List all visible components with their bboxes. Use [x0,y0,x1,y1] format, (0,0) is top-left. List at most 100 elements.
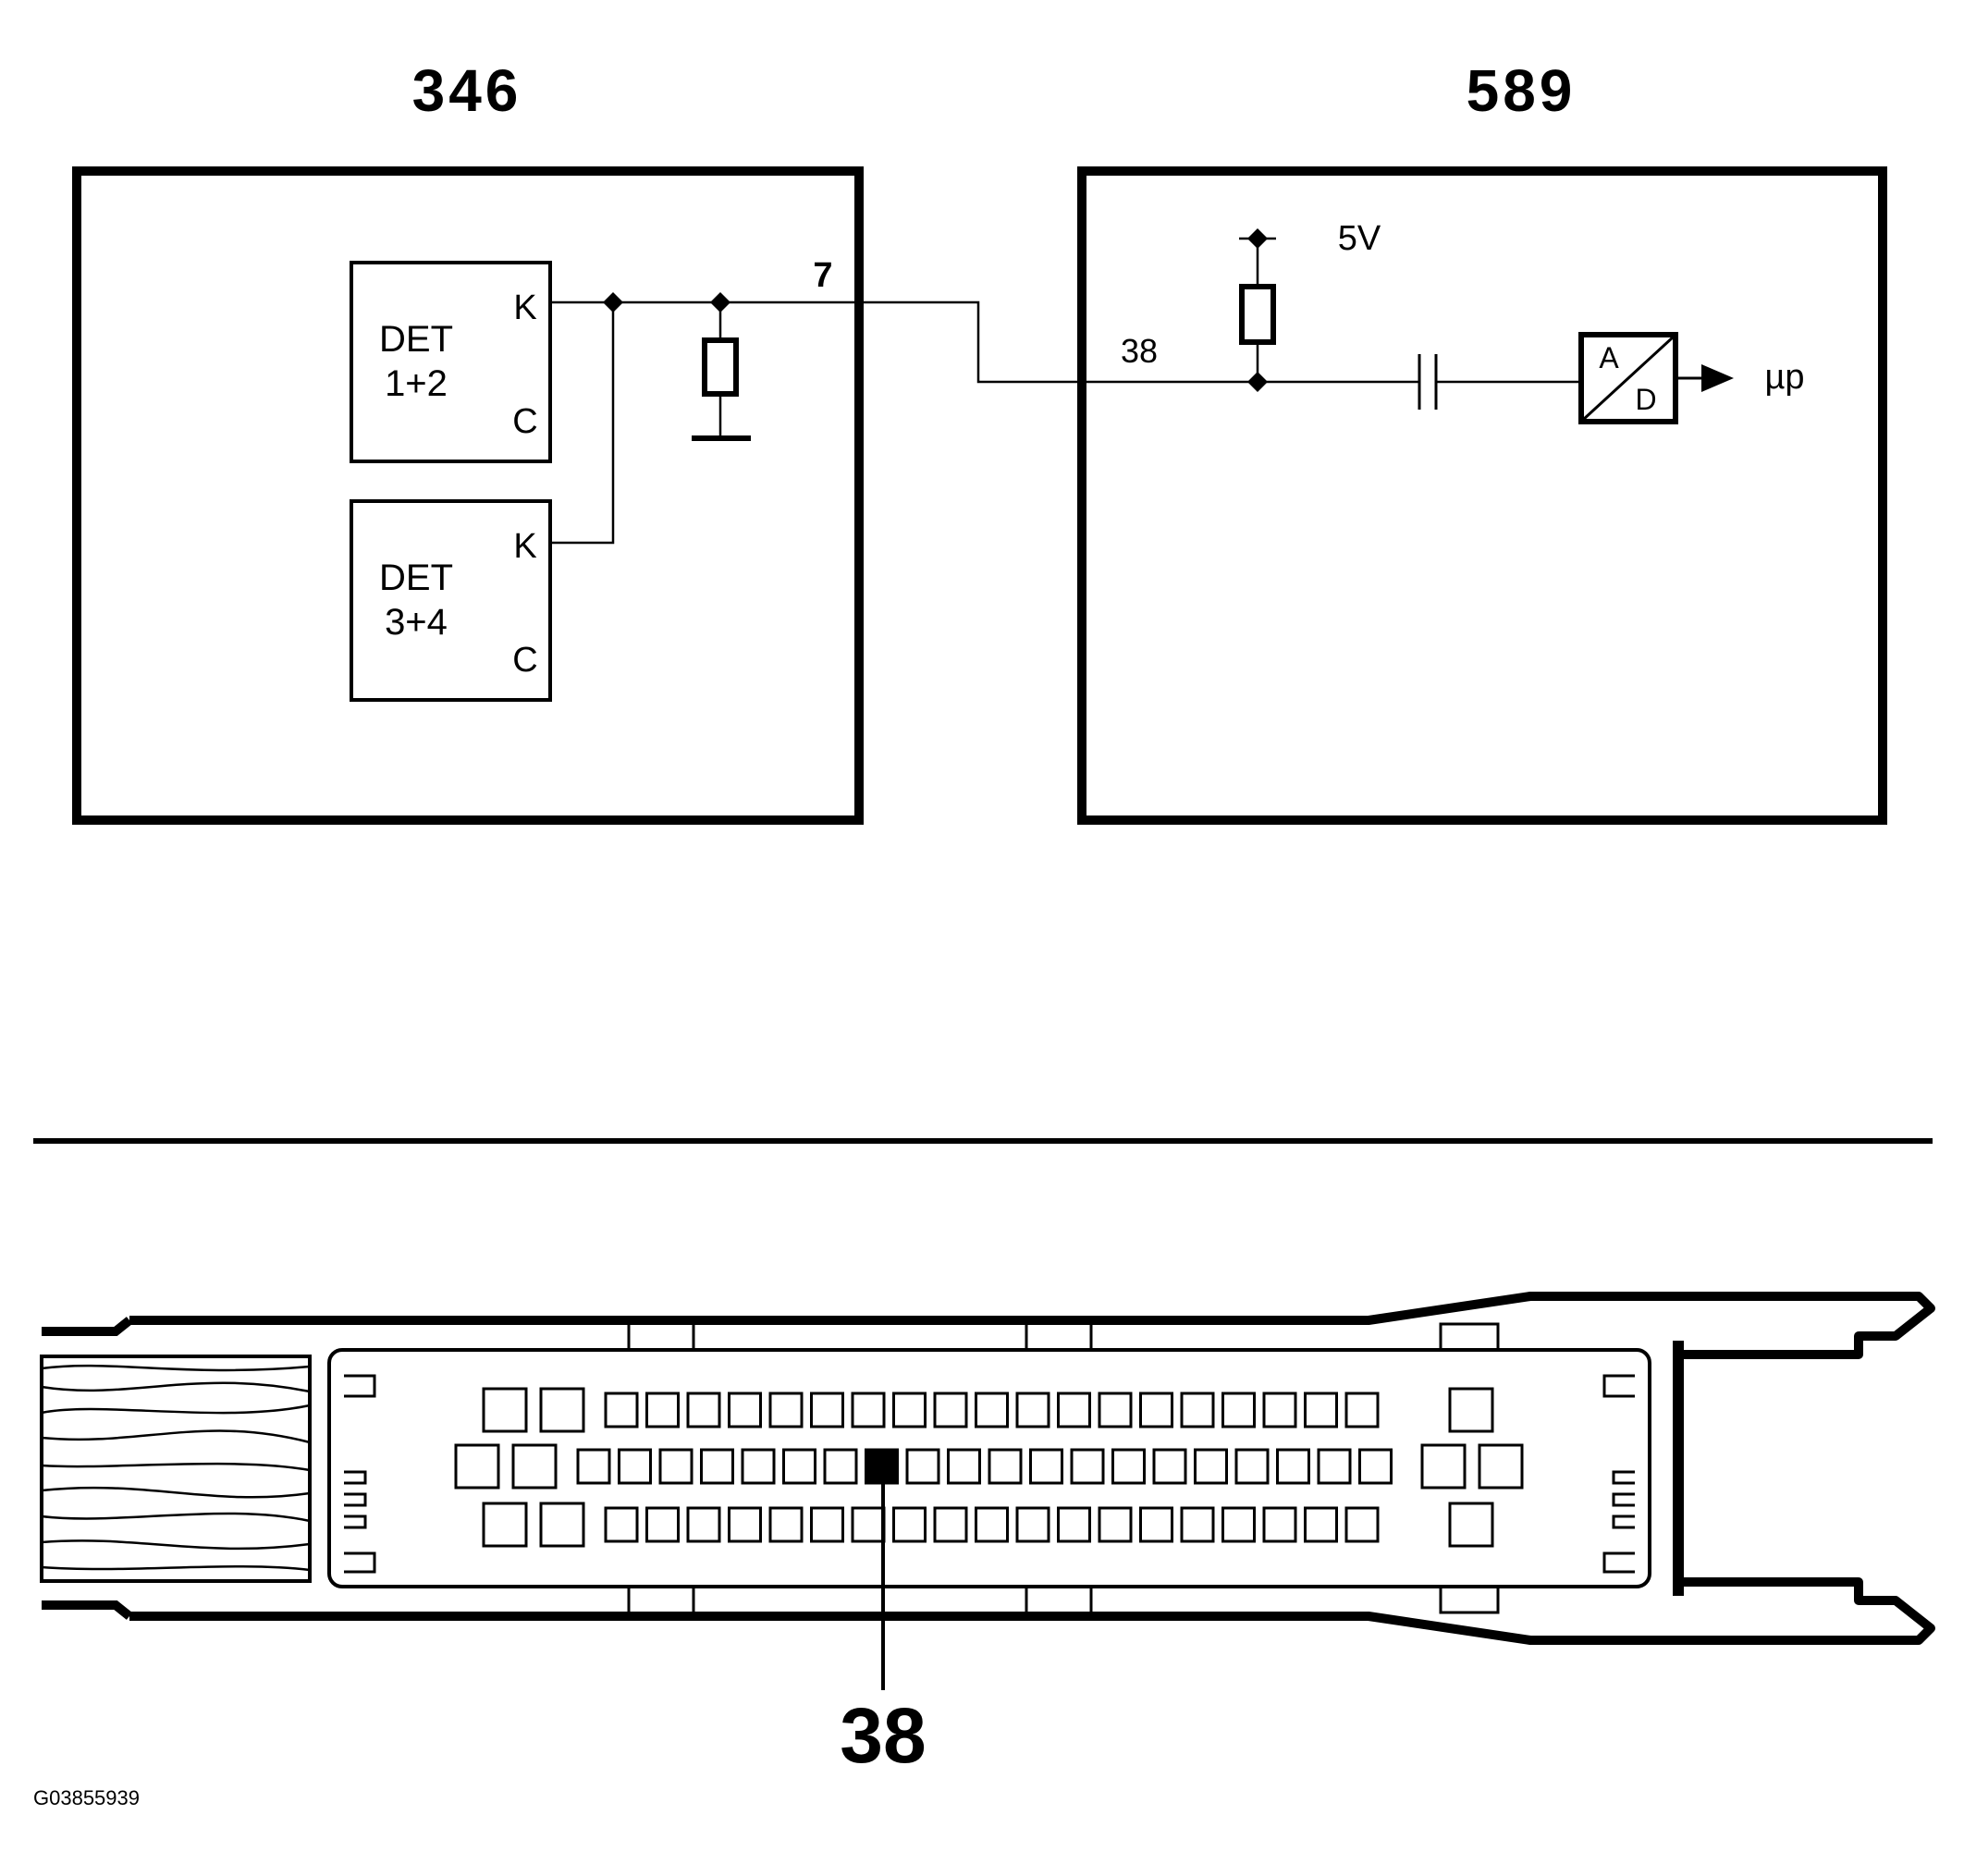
connector-pin [892,1392,927,1428]
connector-large-pin [539,1502,585,1548]
connector-pin [823,1448,858,1485]
connector-pin [604,1392,639,1428]
detector-1-2-name: DET [379,319,453,360]
module-346-box [72,166,864,825]
connector-pin [1015,1506,1050,1543]
coupling-capacitor [1418,354,1438,410]
connector-pin [782,1448,816,1485]
connector-pin [988,1448,1023,1485]
connector-pin [1057,1506,1091,1543]
connector-pin [645,1506,680,1543]
connector-pin [947,1448,981,1485]
detector-3-4-k-label: K [513,527,536,566]
connector-pin [618,1448,652,1485]
connector-pin [1152,1448,1187,1485]
connector-large-pin [482,1387,528,1433]
connector-large-pin [1478,1443,1524,1490]
connector-pin [1262,1392,1297,1428]
connector-pin [1111,1448,1146,1485]
pulldown-resistor [702,337,739,397]
connector-pin [1194,1448,1228,1485]
figure-code: G03855939 [33,1786,140,1809]
connector-pin [658,1448,694,1485]
connector-pin [1317,1448,1352,1485]
connector-pin [975,1506,1009,1543]
connector-large-pin [482,1502,528,1548]
connector-pin [1070,1448,1105,1485]
connector-pin [1344,1506,1380,1543]
connector-pin [1221,1392,1256,1428]
connector-pin [1234,1448,1270,1485]
ad-converter: A D [1578,332,1678,424]
connector-large-pin [1448,1387,1494,1433]
detector-1-2: DET 1+2 K C [350,261,552,463]
pullup-resistor [1239,284,1276,345]
converter-d-label: D [1635,383,1656,416]
connector-pin [604,1506,639,1543]
connector-large-pin [539,1387,585,1433]
connector-pin [1029,1448,1063,1485]
pin-7-label: 7 [813,256,832,295]
connector-pin [975,1392,1009,1428]
pin-38-label: 38 [1121,332,1158,370]
connector-pin [728,1506,762,1543]
connector-pin [1015,1392,1050,1428]
connector-pin [1304,1506,1338,1543]
connector-pin [933,1392,968,1428]
connector-pin [905,1448,940,1485]
detector-3-4-pair: 3+4 [385,602,448,643]
connector-pin-38 [865,1448,899,1485]
connector-pin [741,1448,776,1485]
connector-pin [1262,1506,1297,1543]
connector-pin [892,1506,927,1543]
connector-pin-38-label: 38 [840,1692,926,1779]
connector-pin [851,1506,886,1543]
connector-pin [1221,1506,1256,1543]
module-589-title: 589 [1467,57,1577,124]
detector-1-2-pair: 1+2 [385,363,448,404]
junction-node [1247,372,1268,392]
connector-pin [1304,1392,1338,1428]
connector-large-pin [1420,1443,1467,1490]
connector-large-pin [511,1443,558,1490]
ecu-connector [40,1292,1935,1645]
connector-pin [1344,1392,1380,1428]
junction-node [603,292,623,313]
module-346-wiring [550,300,1091,545]
connector-pin [1358,1448,1393,1485]
detector-1-2-k-label: K [513,288,536,327]
connector-pin [810,1506,844,1543]
module-589-box [1077,166,1887,825]
detector-3-4: DET 3+4 K C [350,499,552,702]
connector-pin [1057,1392,1091,1428]
module-589-wiring [1091,237,1581,384]
junction-node [710,292,730,313]
supply-node [1247,228,1268,249]
detector-3-4-c-label: C [512,641,537,680]
connector-pin [700,1448,734,1485]
connector-pin-grid [454,1387,1524,1548]
connector-pin [1139,1506,1173,1543]
connector-pin [810,1392,844,1428]
connector-pin [851,1392,886,1428]
output-arrow-icon [1701,364,1734,392]
module-346-title: 346 [412,57,522,124]
connector-pin [1139,1392,1173,1428]
supply-label: 5V [1338,219,1381,258]
connector-large-pin [1448,1502,1494,1548]
connector-pin [1098,1392,1133,1428]
connector-pin [1098,1506,1133,1543]
connector-pin [933,1506,968,1543]
converter-a-label: A [1599,341,1619,374]
connector-pin [768,1392,804,1428]
connector-pin [686,1392,721,1428]
connector-pin [728,1392,762,1428]
connector-pin [645,1392,680,1428]
connector-pin [686,1506,721,1543]
connector-large-pin [454,1443,500,1490]
detector-3-4-name: DET [379,558,453,598]
connector-pin [768,1506,804,1543]
detector-1-2-c-label: C [512,402,537,441]
